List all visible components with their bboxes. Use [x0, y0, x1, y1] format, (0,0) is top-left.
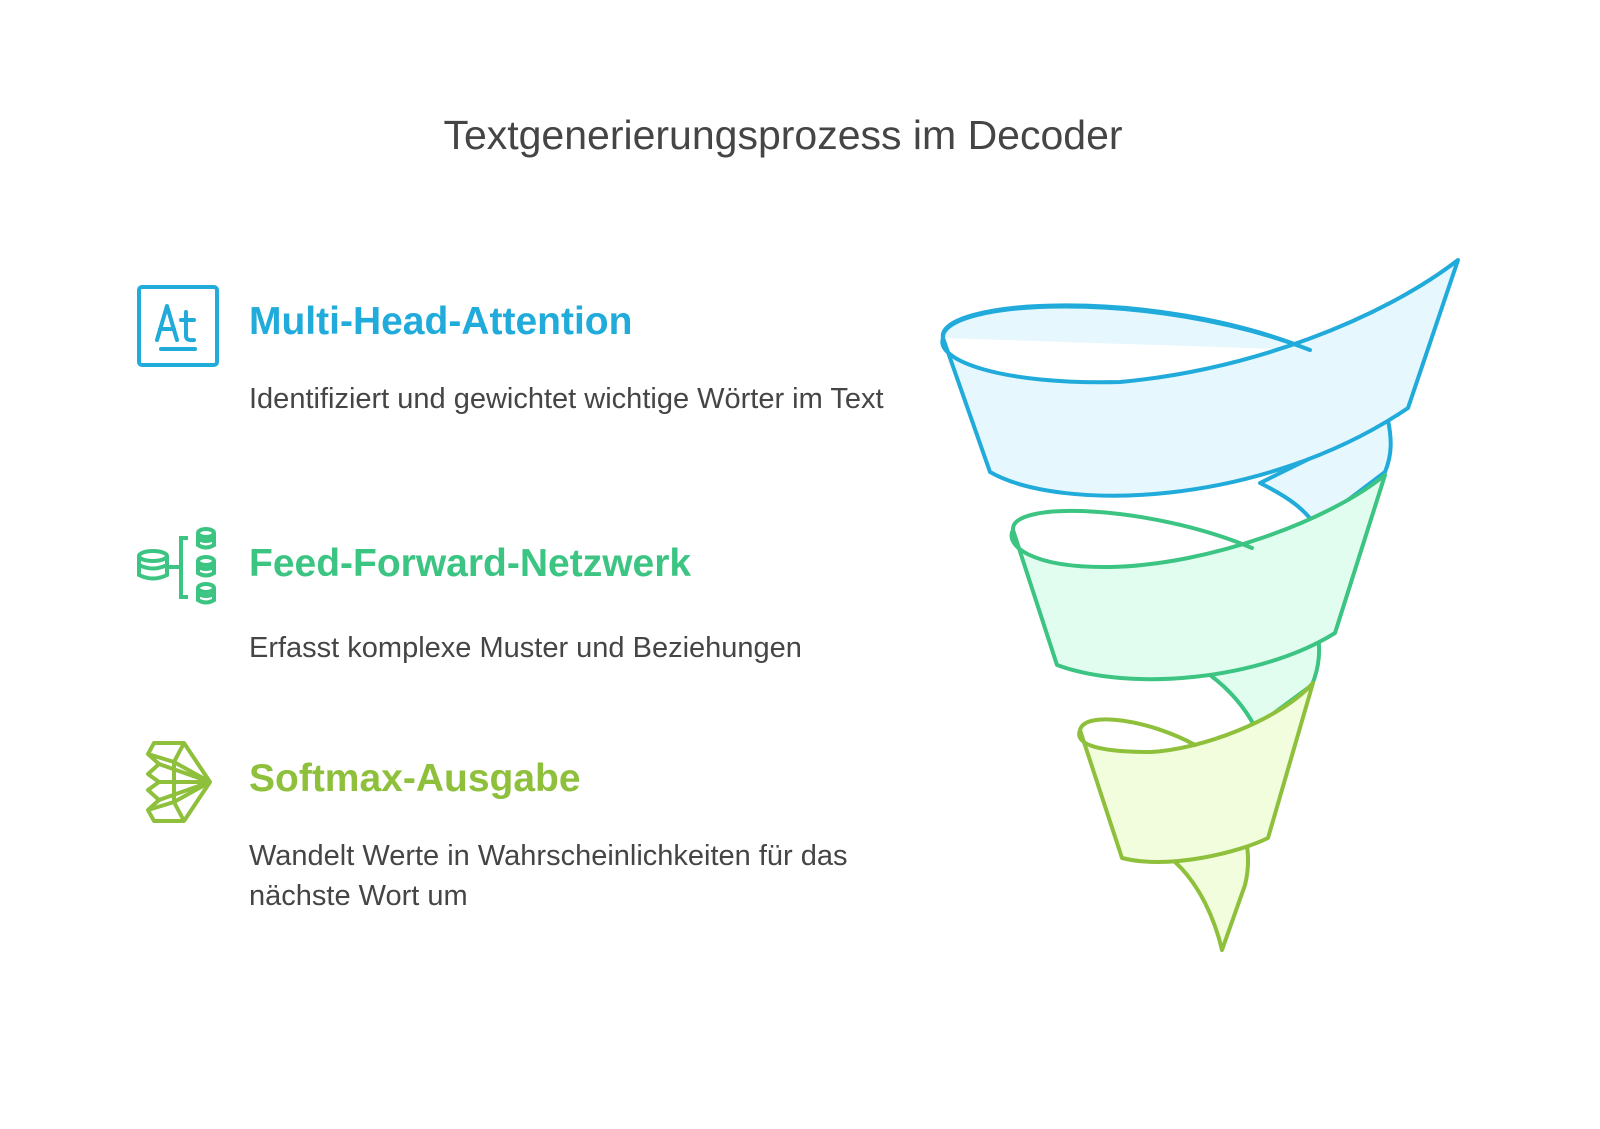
step-description-feed-forward-netzwerk: Erfasst komplexe Muster und Beziehungen	[249, 632, 802, 664]
step-description-softmax-ausgabe: Wandelt Werte in Wahrscheinlichkeiten fü…	[249, 840, 848, 912]
funnel-band-attention	[940, 258, 1460, 527]
funnel-band-feed-forward	[1009, 473, 1387, 729]
step-heading-softmax-ausgabe: Softmax-Ausgabe	[249, 757, 581, 800]
text-attention-icon	[137, 285, 219, 367]
funnel-band-softmax	[1077, 681, 1315, 952]
step-description-multi-head-attention: Identifiziert und gewichtet wichtige Wör…	[249, 383, 884, 415]
diagram-title: Textgenerierungsprozess im Decoder	[443, 112, 1123, 158]
database-network-icon	[137, 527, 216, 605]
step-heading-feed-forward-netzwerk: Feed-Forward-Netzwerk	[249, 542, 692, 585]
step-heading-multi-head-attention: Multi-Head-Attention	[249, 300, 633, 343]
convergence-arrow-icon	[146, 741, 212, 823]
